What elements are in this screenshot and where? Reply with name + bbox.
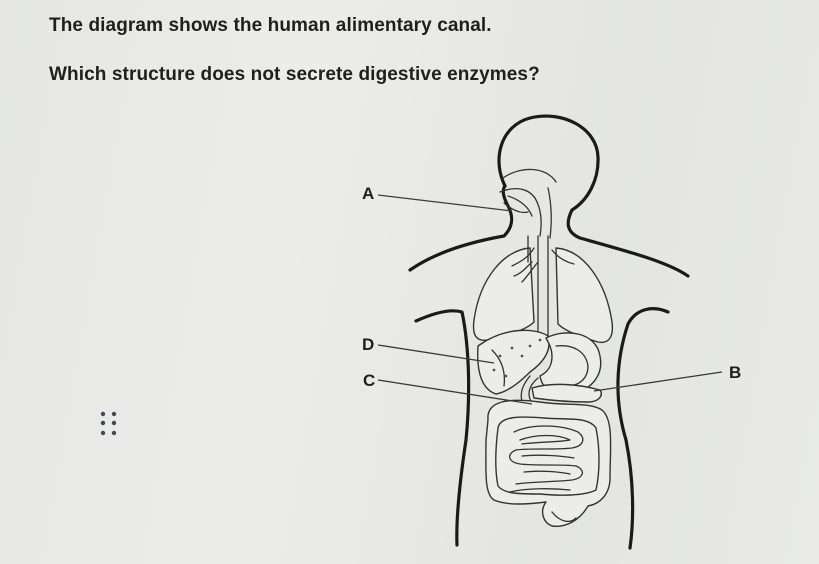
liver <box>477 329 550 395</box>
drag-handle-icon[interactable] <box>97 410 127 444</box>
label-a: A <box>362 184 374 203</box>
label-b: B <box>729 363 741 382</box>
body-outline <box>408 114 690 550</box>
pancreas <box>531 383 602 403</box>
label-leaders <box>377 194 723 405</box>
label-d: D <box>362 335 374 354</box>
stomach <box>539 332 602 395</box>
lungs <box>472 247 614 344</box>
question-intro: The diagram shows the human alimentary c… <box>49 15 492 36</box>
head-cavity <box>499 168 557 239</box>
label-c: C <box>363 371 375 390</box>
oesophagus <box>513 235 549 343</box>
small-intestine <box>509 425 584 493</box>
question-prompt: Which structure does not secrete digesti… <box>49 64 540 85</box>
large-intestine <box>485 399 612 527</box>
duodenum <box>520 375 567 415</box>
